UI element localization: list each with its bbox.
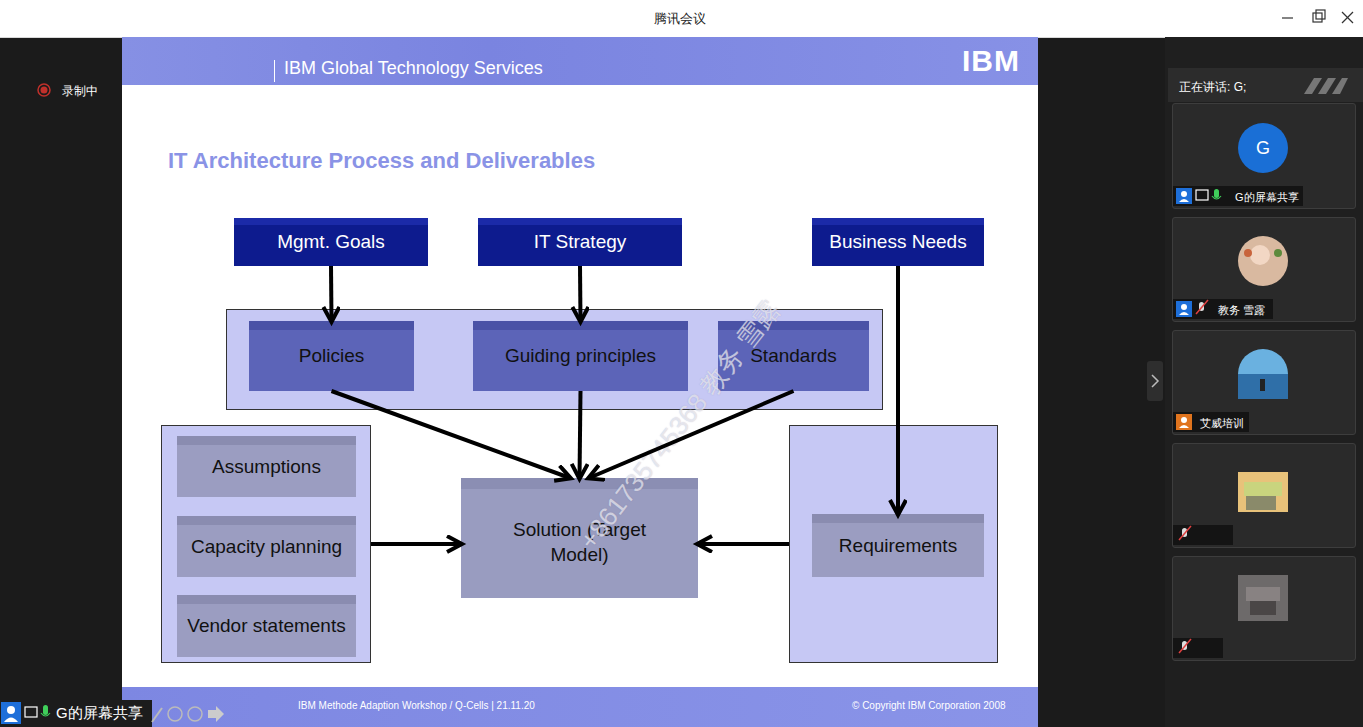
node-text: Mgmt. Goals <box>277 231 385 253</box>
share-label: G的屏幕共享 <box>56 704 143 723</box>
node-text: Assumptions <box>212 456 321 478</box>
node-text: Policies <box>299 345 364 367</box>
node-text: Standards <box>750 345 837 367</box>
app-title: 腾讯会议 <box>654 10 706 28</box>
participant-name: 艾威培训 <box>1200 416 1244 431</box>
footer-text: IBM Methode Adaption Workshop / Q-Cells … <box>298 700 535 711</box>
input-box: Capacity planning <box>177 516 356 577</box>
principle-box: Policies <box>249 321 414 391</box>
flow-arrow <box>580 391 581 478</box>
participant-name: 教务 雪露 <box>1218 303 1265 318</box>
input-box: IT Strategy <box>478 218 682 266</box>
name-tag <box>1173 638 1223 658</box>
participant-name: G的屏幕共享 <box>1235 190 1299 205</box>
flow-arrow <box>578 266 583 321</box>
speaker-status: 正在讲话: G; <box>1179 79 1246 96</box>
speaker-icon <box>1300 74 1350 96</box>
header-text: IBM Global Technology Services <box>284 58 543 79</box>
logo-text: IBM <box>962 44 1020 78</box>
slide-header-band <box>122 37 1038 85</box>
avatar-letter: G <box>1256 138 1270 159</box>
collapse-handle <box>1147 361 1163 401</box>
input-box: Assumptions <box>177 436 356 497</box>
input-box: Mgmt. Goals <box>234 218 428 266</box>
group-band: Policies Guiding principles Standards <box>226 309 883 410</box>
slide-title: IT Architecture Process and Deliverables <box>168 148 595 174</box>
node-text: Business Needs <box>829 231 966 253</box>
input-panel: AssumptionsCapacity planningVendor state… <box>161 425 371 663</box>
node-text: Requirements <box>839 535 957 557</box>
node-text: Guiding principles <box>505 345 656 367</box>
principle-box: Guiding principles <box>473 321 688 391</box>
name-tag <box>1173 525 1233 545</box>
input-box: Vendor statements <box>177 595 356 657</box>
node-text: IT Strategy <box>534 231 627 253</box>
node-text: Vendor statements <box>187 615 345 637</box>
flow-arrow <box>371 542 461 546</box>
requirements-panel: Requirements <box>789 425 998 663</box>
slide-header-divider <box>274 60 275 82</box>
footer-text: © Copyright IBM Corporation 2008 <box>852 700 1006 711</box>
flow-arrow <box>589 391 794 478</box>
window-controls <box>1270 0 1363 37</box>
requirements-box: Requirements <box>812 514 984 577</box>
flow-arrow <box>332 391 571 478</box>
recording-dot <box>36 82 52 98</box>
flow-arrow <box>896 266 900 514</box>
node-text: Capacity planning <box>191 536 342 558</box>
flow-arrow <box>698 542 789 546</box>
flow-arrow <box>329 266 334 321</box>
recording-label: 录制中 <box>62 83 98 100</box>
collapse-arrow <box>1149 373 1161 389</box>
input-box: Business Needs <box>812 218 984 266</box>
